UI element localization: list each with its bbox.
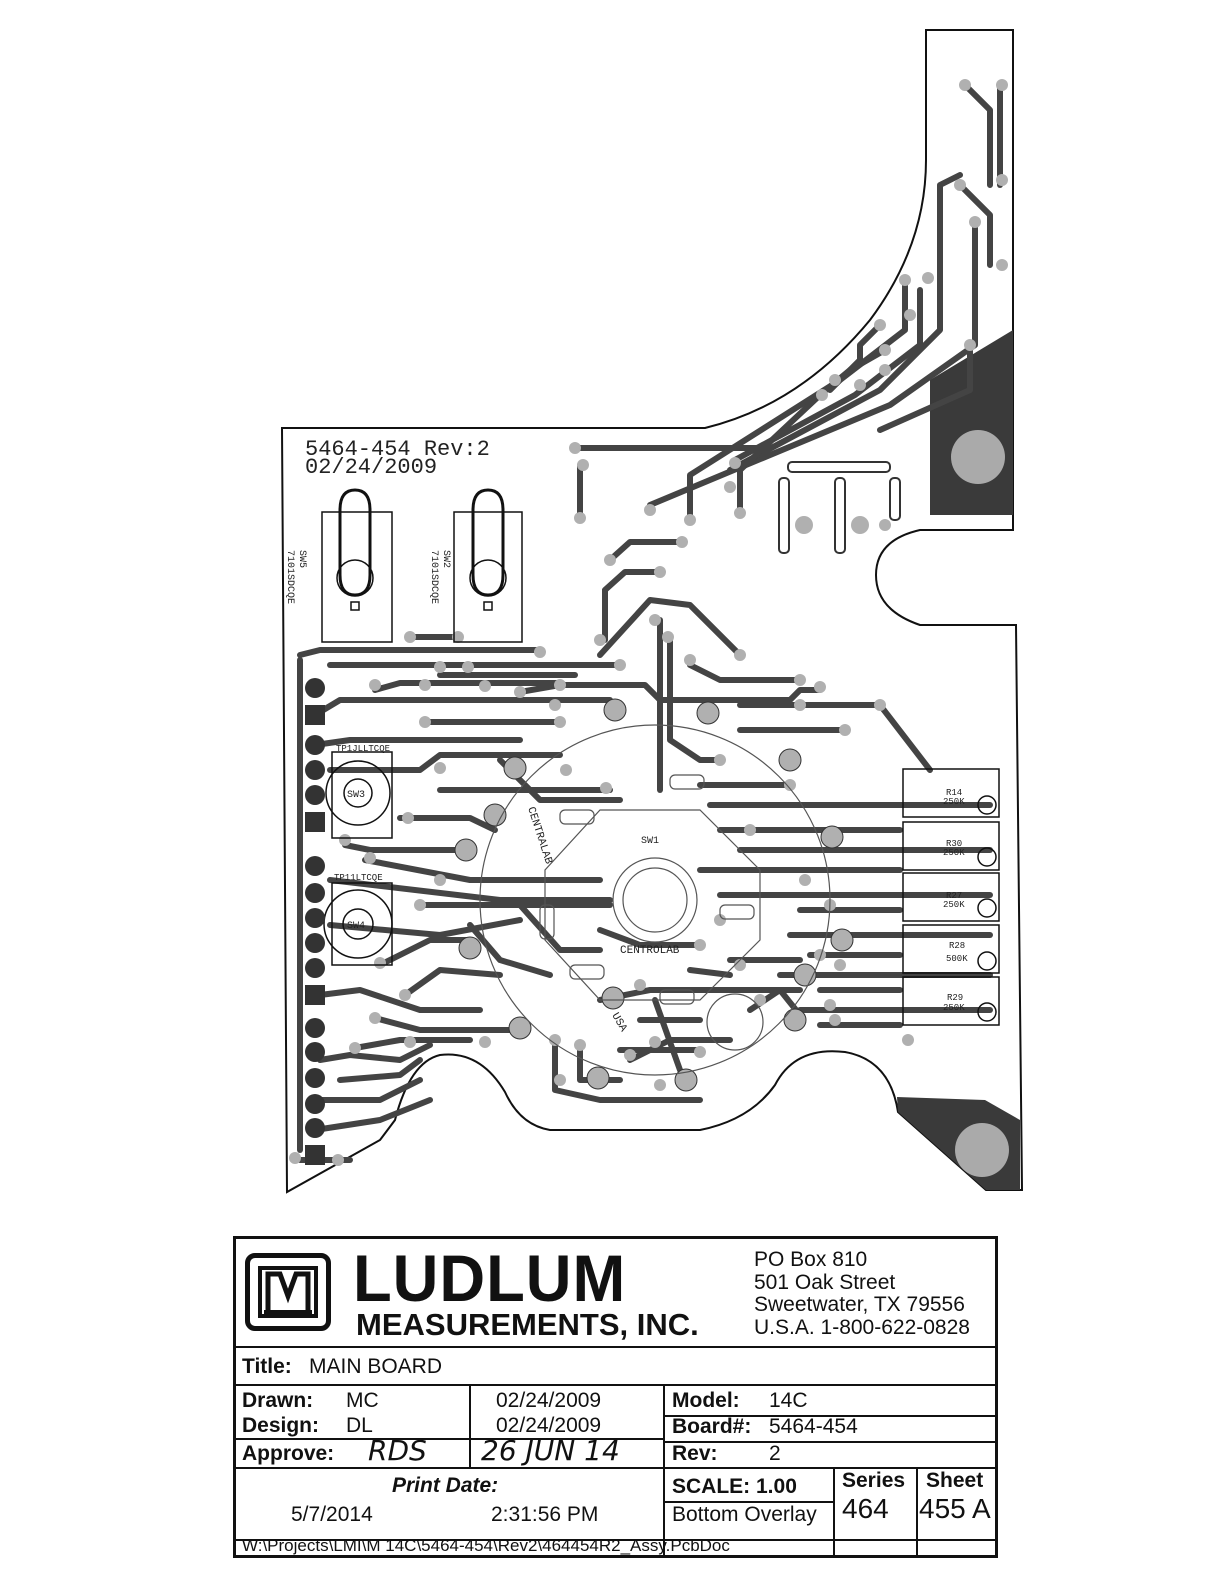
r28-value: 500K [946,954,968,964]
toggle-switches [321,488,523,643]
pcb-layout-drawing: 5464-454 Rev:2 02/24/2009 SW5 7101SDCQE … [280,29,1024,1194]
series-label: Series [842,1469,906,1492]
r30-ref: R30 [946,839,962,849]
sheet-label: Sheet [926,1469,984,1492]
address-line: PO Box 810 [754,1248,868,1271]
mounting-hole-top [951,430,1005,484]
address-line: Sweetwater, TX 79556 [754,1293,965,1316]
centrolab-label: CENTROLAB [620,945,680,957]
switch-sw5-part: 7101SDCQE [284,550,295,604]
rotary-switch-sw1 [479,724,831,1076]
drawn-label: Drawn: [242,1389,314,1412]
design-label: Design: [242,1414,320,1437]
switch-sw5-ref: SW5 [296,550,307,568]
r29-value: 250K [943,1003,965,1013]
sw3-label: SW3 [347,790,365,801]
board-date: 02/24/2009 [305,455,437,480]
drawn-value: MC [346,1389,379,1412]
design-value: DL [346,1414,373,1437]
design-date: 02/24/2009 [496,1414,602,1437]
sheet-value: 455 A [919,1493,991,1524]
r29-ref: R29 [947,993,963,1003]
print-date-value: 5/7/2014 [291,1503,373,1526]
address-line: U.S.A. 1-800-622-0828 [754,1315,970,1339]
tp-label-1: TP1JLLTCQE [336,744,390,754]
tp-label-2: TP11LTCQE [334,873,383,883]
sw4-label: SW4 [347,921,365,932]
layer-value: Bottom Overlay [672,1503,817,1526]
company-address: PO Box 810 501 Oak Street Sweetwater, TX… [754,1248,970,1339]
sw1-label: SW1 [641,836,659,847]
slide-switch [778,461,901,554]
series-value: 464 [842,1493,889,1524]
title-block-header: LUDLUM MEASUREMENTS, INC. PO Box 810 501… [236,1239,995,1348]
board-number-value: 5464-454 [769,1415,858,1438]
address-line: 501 Oak Street [754,1270,896,1294]
company-logo-icon [245,1253,331,1331]
model-label: Model: [672,1389,740,1412]
company-subtitle: MEASUREMENTS, INC. [356,1307,699,1342]
mounting-hole-bottom [955,1123,1009,1177]
r27-ref: R27 [946,891,962,901]
resistor-footprints [902,768,1000,1026]
rev-value: 2 [769,1442,781,1465]
board-outline [280,29,1024,1194]
board-number-label: Board#: [672,1415,752,1438]
rev-label: Rev: [672,1442,718,1465]
r14-ref: R14 [946,788,962,798]
r28-ref: R28 [949,941,965,951]
edge-connector-pads [305,678,325,1165]
title-value: MAIN BOARD [309,1355,443,1378]
title-label: Title: [242,1355,292,1378]
r14-value: 250K [943,797,965,807]
approve-label: Approve: [242,1442,335,1465]
board-part-rev: 5464-454 Rev:2 [305,437,490,462]
r30-value: 250K [943,848,965,858]
switch-sw2-ref: SW2 [440,550,451,568]
approve-date: 26 JUN 14 [481,1434,620,1467]
drawn-date: 02/24/2009 [496,1389,602,1412]
scale-label: SCALE: 1.00 [672,1475,797,1498]
file-path: W:\Projects\LMI\M 14C\5464-454\Rev2\4644… [242,1536,730,1555]
model-value: 14C [769,1389,808,1412]
switch-sw2-part: 7101SDCQE [428,550,439,604]
approve-signature: RDS [368,1434,427,1467]
company-name: LUDLUM [353,1241,627,1315]
centralab-label: CENTRALAB [524,806,554,867]
usa-label: USA [609,1011,629,1034]
print-time-value: 2:31:56 PM [491,1503,599,1526]
title-row: Title: MAIN BOARD [236,1346,995,1386]
switch-pads [454,698,854,1092]
r27-value: 250K [943,900,965,910]
title-block: LUDLUM MEASUREMENTS, INC. PO Box 810 501… [233,1236,998,1558]
trimmer-pots [323,751,393,966]
vias [289,79,1008,1166]
print-date-label: Print Date: [392,1474,499,1497]
